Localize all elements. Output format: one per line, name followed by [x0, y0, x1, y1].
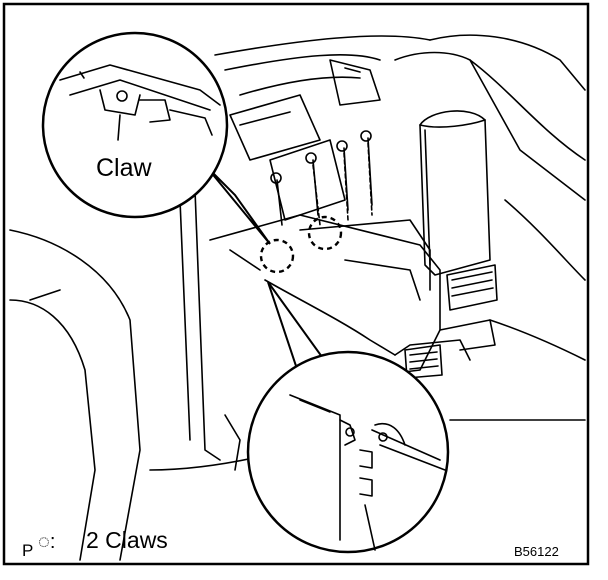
lower-callout-circle	[246, 350, 450, 554]
dashed-circle-icon: ◌:	[38, 531, 55, 553]
upper-callout: Claw	[41, 31, 271, 245]
upper-callout-circle	[41, 31, 229, 219]
claw-marker-1	[259, 238, 295, 274]
legend-prefix: P	[22, 541, 33, 560]
figure-code: B56122	[514, 544, 559, 559]
claw-callout-label: Claw	[96, 154, 153, 182]
vehicle-interior-drawing	[9, 34, 586, 561]
claw-location-markers	[259, 215, 343, 274]
claw-marker-2	[307, 215, 343, 251]
lower-callout	[246, 281, 450, 554]
legend-text: 2 Claws	[86, 527, 168, 553]
legend: P ◌: 2 Claws	[22, 527, 168, 560]
